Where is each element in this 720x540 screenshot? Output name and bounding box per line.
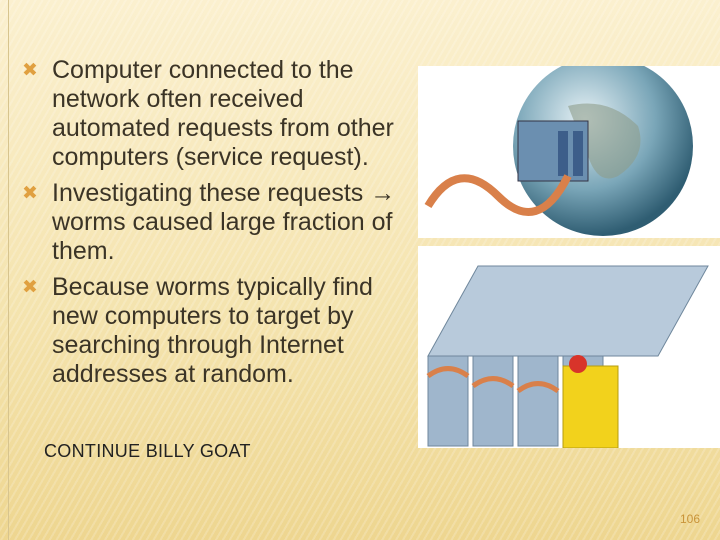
server-rack-image [418,246,720,449]
bullet-item: ✖ Investigating these requests → worms ca… [22,179,422,266]
slide-caption: CONTINUE BILLY GOAT [44,441,251,461]
x-bullet-icon: ✖ [22,183,38,204]
page-number: 106 [680,512,701,526]
x-bullet-icon: ✖ [22,277,38,298]
bullet-item: ✖ Computer connected to the network often… [22,56,422,172]
bullet-item: ✖ Because worms typically find new comput… [22,273,422,389]
bullet-text: Because worms typically find new compute… [52,273,373,388]
x-bullet-icon: ✖ [22,60,38,81]
bullet-text: Investigating these requests → worms cau… [52,179,396,265]
bullet-text: Computer connected to the network often … [52,56,394,171]
slide-border-line [8,0,9,540]
bullet-list: ✖ Computer connected to the network often… [22,56,422,396]
globe-network-image [418,56,720,238]
